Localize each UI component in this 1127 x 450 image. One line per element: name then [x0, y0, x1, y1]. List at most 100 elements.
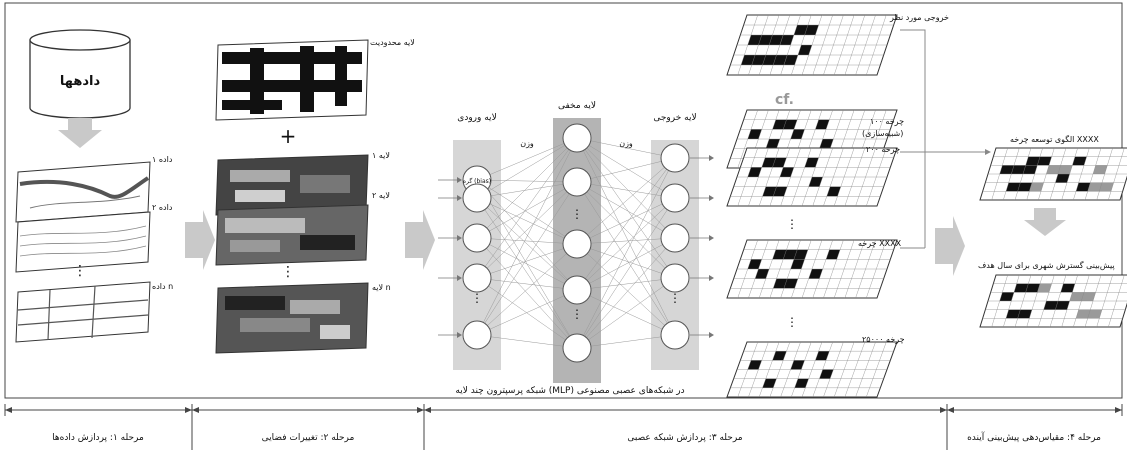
factor-layer-n-map [215, 282, 369, 354]
urban-cell [794, 378, 809, 388]
urban-cell [797, 45, 812, 55]
hidden-node [562, 333, 592, 363]
urban-cell [772, 351, 787, 361]
network-edge [476, 334, 578, 349]
network-edge [576, 137, 676, 199]
bias-node-label: گره (bias) [463, 177, 491, 185]
factor-layer-1-label: لایه ۱ [372, 151, 390, 160]
timeline [4, 404, 1123, 450]
network-edge [476, 179, 578, 291]
urban-cell [1055, 174, 1070, 183]
factor-layers-ellipsis: ⋮ [281, 264, 295, 280]
prediction-label: پیش‌بینی گسترش شهری برای سال هدف [978, 260, 1115, 270]
network-edge [476, 243, 578, 279]
network-edge [576, 137, 676, 336]
figure-frame [4, 2, 1123, 399]
network-edge [476, 181, 578, 239]
network-edge [576, 237, 676, 291]
network-edge [576, 289, 676, 336]
weight-label-2: وزن [619, 139, 633, 148]
network-edge [476, 137, 578, 279]
network-edge [476, 289, 578, 336]
network-edge [576, 334, 676, 349]
network-edge [476, 181, 578, 336]
grid-iteration-xxxx [726, 239, 898, 299]
urban-cell [999, 165, 1038, 174]
right-arrow-icon [935, 216, 965, 276]
hidden-node [562, 229, 592, 259]
data-label: دادهها [60, 74, 101, 89]
network-edge [476, 277, 578, 291]
data-layer-1-label: داده ۱ [152, 155, 173, 164]
network-edge [476, 137, 578, 181]
urban-cell [999, 292, 1014, 301]
network-edge [476, 237, 578, 349]
factor-layer-2-label: لایه ۲ [372, 191, 390, 200]
urban-cell [1072, 156, 1087, 166]
data-layer-n [15, 281, 151, 343]
urban-cell [815, 351, 830, 361]
urban-cell [762, 378, 777, 388]
input-node [462, 320, 492, 350]
network-edge [576, 157, 676, 245]
urban-cell [808, 177, 823, 187]
network-edge [476, 243, 578, 336]
factor-layer-1-map [215, 154, 369, 216]
urban-cell [808, 269, 823, 279]
factor-layer-n-label: لایه n [372, 283, 391, 292]
stage1-group: دادهها ⋮ داده ۱ داده ۲ داده n [15, 29, 173, 343]
down-arrow-icon [1024, 208, 1066, 236]
network-edge [476, 181, 578, 199]
network-edge [576, 243, 676, 279]
urban-cell [804, 157, 819, 168]
gray-cell [1093, 165, 1108, 174]
input-ellipsis: ⋮ [471, 291, 483, 305]
network-nodes [462, 123, 690, 363]
hidden-ellipsis: ⋮ [571, 307, 583, 321]
down-arrow-icon [58, 118, 102, 148]
output-arrowhead-icon [709, 155, 714, 161]
data-layer-n-label: داده n [152, 282, 173, 291]
urban-cell [826, 249, 841, 260]
layers-ellipsis: ⋮ [73, 263, 87, 279]
constraint-layer-label: لایه محدودیت [370, 38, 415, 47]
data-layer-2 [15, 211, 151, 273]
network-edge [476, 179, 578, 183]
network-edge [576, 197, 676, 245]
grid-iteration-200 [726, 147, 898, 207]
hidden-node [562, 123, 592, 153]
network-edge [476, 197, 578, 291]
network-edge [576, 181, 676, 336]
weight-label-1: وزن [520, 139, 534, 148]
urban-cell [790, 360, 805, 370]
input-node [462, 223, 492, 253]
hidden-node [562, 275, 592, 305]
network-edge [576, 243, 676, 336]
hidden-node [562, 167, 592, 197]
data-layer-1 [15, 161, 151, 223]
output-arrowhead-icon [709, 275, 714, 281]
urban-cell [747, 259, 762, 269]
input-arrowhead-icon [457, 332, 462, 338]
output-ellipsis: ⋮ [669, 291, 681, 305]
urban-cell [747, 167, 762, 177]
stage2-timeline-label: مرحله ۲: تغییرات فضایی [262, 433, 355, 443]
gray-cell [1037, 283, 1052, 293]
network-edge [576, 277, 676, 349]
urban-cell [747, 129, 762, 139]
urban-cell [772, 249, 808, 260]
output-node [660, 320, 690, 350]
data-layer-2-label: داده ۲ [152, 203, 173, 212]
urban-cell [1060, 283, 1075, 293]
network-edge [576, 137, 676, 239]
cf-label: cf. [775, 92, 794, 108]
iteration-100-label: چرخه ۱۰۰ [870, 117, 904, 126]
urban-cell [755, 269, 770, 279]
grid-prediction [979, 274, 1127, 328]
network-edge [476, 181, 578, 279]
network-edge [576, 157, 676, 349]
output-node [660, 183, 690, 213]
network-edge [576, 157, 676, 291]
